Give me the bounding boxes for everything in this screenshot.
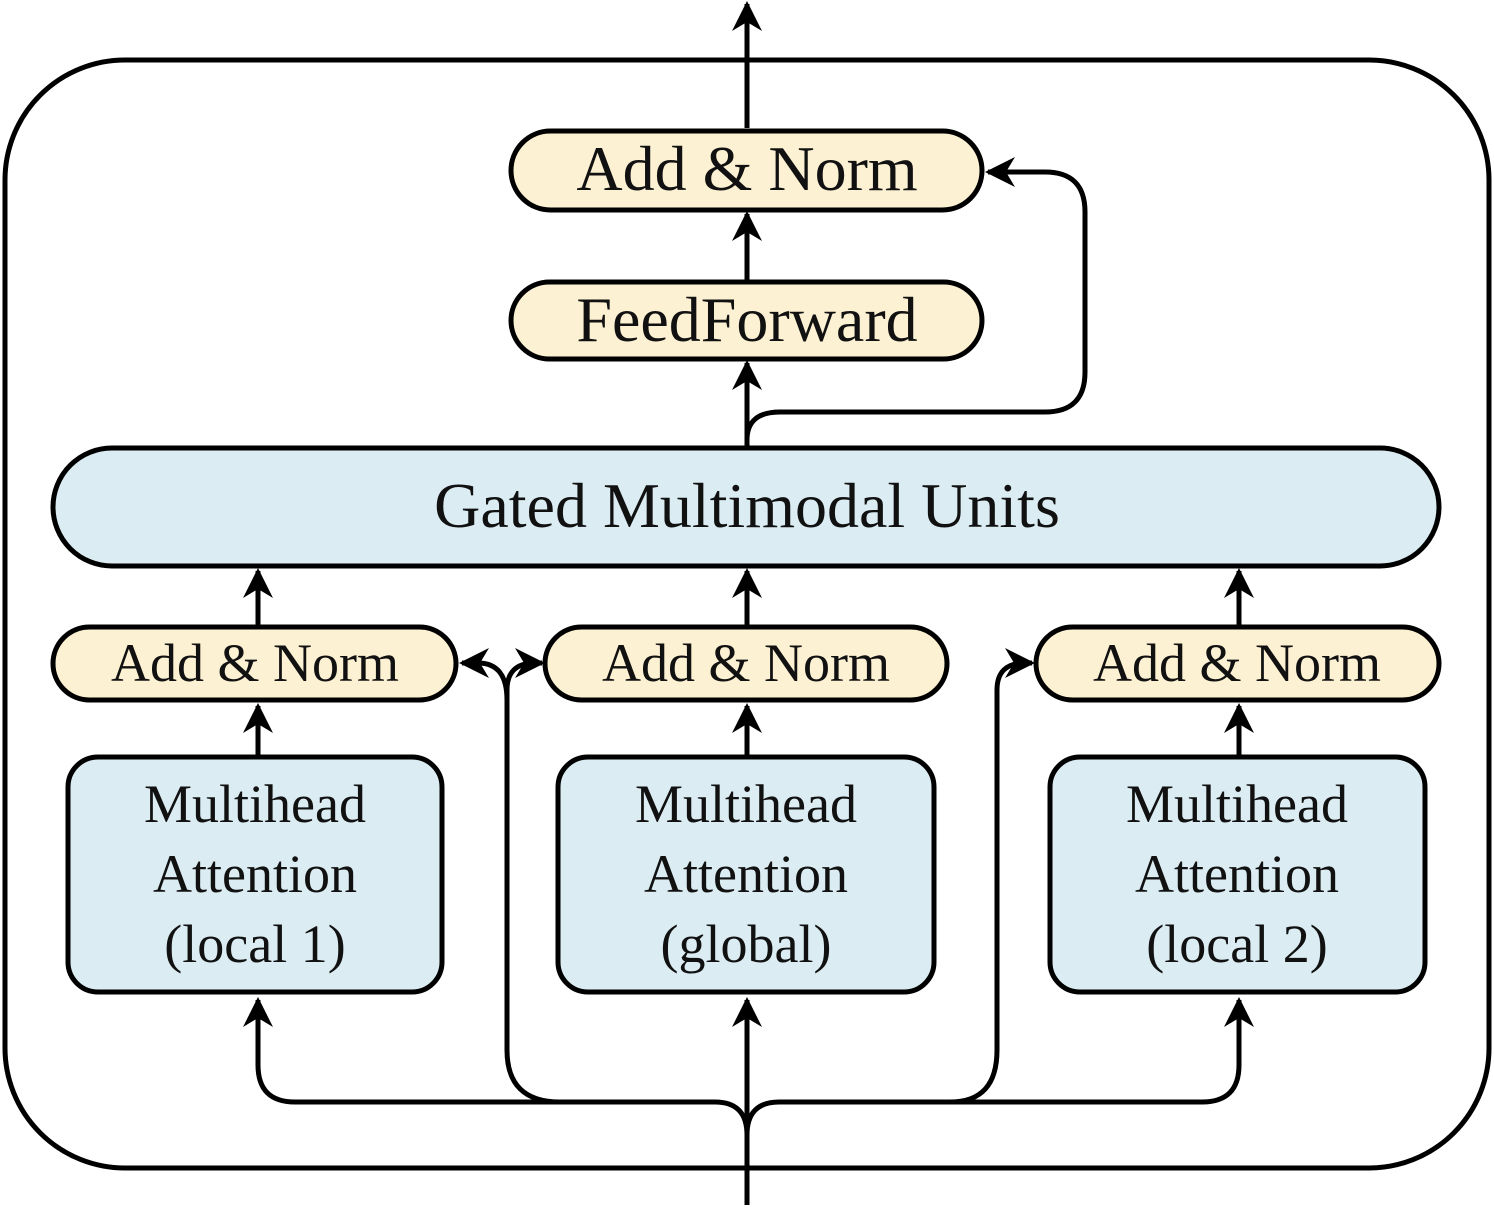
attention-local1-line3: (local 1) (164, 914, 345, 974)
attention-local2-line3: (local 2) (1146, 914, 1327, 974)
attention-local1-block: Multihead Attention (local 1) (65, 754, 445, 995)
attention-local1-line1: Multihead (144, 774, 366, 834)
gated-multimodal-units-block: Gated Multimodal Units (50, 445, 1442, 569)
gated-units-label: Gated Multimodal Units (434, 470, 1060, 541)
attention-local2-block: Multihead Attention (local 2) (1047, 754, 1428, 995)
top-add-norm-block: Add & Norm (508, 128, 985, 213)
attention-local2-line2: Attention (1135, 844, 1339, 904)
add-norm-local1-label: Add & Norm (111, 633, 399, 693)
attention-global-block: Multihead Attention (global) (555, 754, 937, 995)
add-norm-global-block: Add & Norm (542, 624, 950, 703)
top-add-norm-label: Add & Norm (576, 133, 917, 204)
attention-local2-line1: Multihead (1126, 774, 1348, 834)
feedforward-label: FeedForward (576, 284, 917, 355)
connections (243, 0, 1254, 1205)
attention-local1-line2: Attention (153, 844, 357, 904)
add-norm-global-label: Add & Norm (602, 633, 890, 693)
add-norm-local2-block: Add & Norm (1033, 624, 1442, 703)
feedforward-block: FeedForward (508, 279, 985, 362)
attention-global-line1: Multihead (635, 774, 857, 834)
add-norm-local2-label: Add & Norm (1093, 633, 1381, 693)
attention-global-line3: (global) (661, 914, 832, 974)
add-norm-local1-block: Add & Norm (50, 624, 459, 703)
attention-global-line2: Attention (644, 844, 848, 904)
input-to-local1-arrow (243, 997, 750, 1136)
residual-left-branch (504, 648, 561, 1105)
input-to-local2-arrow (744, 997, 1254, 1136)
residual-to-local1-norm (459, 648, 510, 701)
residual-around-feedforward (744, 157, 1088, 441)
residual-right-branch (949, 648, 1035, 1105)
